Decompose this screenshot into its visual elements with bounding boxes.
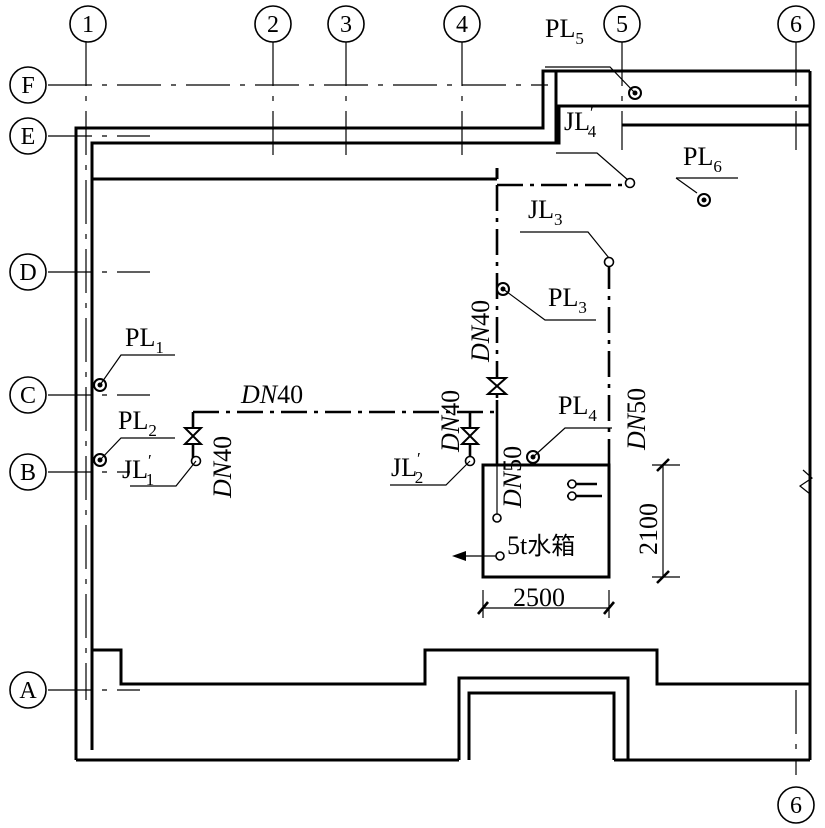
walls [74, 69, 813, 762]
axis-bubble-1: 1 [69, 5, 107, 43]
axis-bubble-3: 3 [327, 5, 365, 43]
flow-arrow-icon [452, 551, 466, 561]
pipe-label-pl5: PL5 [545, 14, 584, 48]
dimension-lines [477, 458, 680, 618]
pipe-label-pl6: PL6 [683, 142, 722, 176]
dn40-branch-label: DN40 [208, 436, 237, 499]
dimension-width-value: 2500 [513, 583, 565, 612]
axis-bubble-B: B [9, 453, 47, 491]
axis-label: 5 [616, 12, 628, 38]
supply-riser-icon [624, 177, 636, 189]
supply-riser-icon [603, 256, 615, 268]
water-tank [452, 463, 611, 579]
valve-icon [485, 377, 509, 395]
dn40-branch2-label: DN40 [436, 390, 465, 453]
tank-inlet-fitting-icon [567, 479, 577, 489]
axis-bubble-6-top: 6 [777, 5, 815, 43]
pipe-label-jl3: JL3 [528, 195, 563, 229]
axis-bubble-4: 4 [443, 5, 481, 43]
axis-label: F [21, 73, 34, 99]
dn50-tank-label: DN50 [498, 446, 527, 509]
axis-bubble-6-bottom: 6 [777, 786, 815, 824]
axis-bubble-A: A [9, 671, 47, 709]
tank-overflow-fitting-icon [495, 551, 505, 561]
pipe-label-pl2: PL2 [118, 406, 157, 440]
dn50-jl3-label: DN50 [622, 388, 651, 451]
axis-label: 4 [456, 12, 468, 38]
dn40-riser-label: DN40 [466, 300, 495, 363]
pipe-label-pl4: PL4 [558, 391, 597, 425]
axis-bubble-D: D [9, 253, 47, 291]
axis-lines [48, 42, 797, 775]
pipe-label-pl1: PL1 [125, 323, 164, 357]
leader-lines [99, 66, 738, 487]
dn40-horizontal-label: DN40 [240, 380, 303, 409]
axis-label: A [19, 678, 37, 704]
tank-label: 5t水箱 [507, 531, 575, 560]
axis-label: B [20, 460, 36, 486]
axis-label: 6 [790, 12, 802, 38]
axis-label: D [19, 260, 36, 286]
axis-label: 1 [82, 12, 94, 38]
diameter-labels: DN40 DN40 DN40 DN40 DN50 DN50 [208, 300, 651, 509]
axis-bubble-E: E [9, 117, 47, 155]
pipe-label-jl1-prime: JL′1 [122, 451, 154, 489]
valves [182, 377, 509, 445]
drain-riser-icon [496, 282, 510, 296]
pipe-lines [191, 152, 629, 496]
axis-label: 3 [340, 12, 352, 38]
axis-bubble-C: C [9, 376, 47, 414]
pipe-label-jl2-prime: JL′2 [391, 449, 423, 487]
axis-label: 2 [267, 12, 279, 38]
valve-icon [459, 427, 481, 445]
tank-outlet-fitting-icon [567, 491, 577, 501]
axis-bubbles: 1 2 3 4 5 6 6 F [9, 5, 815, 824]
axis-label: E [21, 124, 36, 150]
tank-drain-fitting-icon [492, 513, 502, 523]
dimension-height-value: 2100 [634, 503, 663, 555]
valve-icon [182, 427, 204, 445]
drain-riser-icon [697, 193, 711, 207]
axis-label: 6 [790, 793, 802, 819]
axis-bubble-F: F [9, 66, 47, 104]
pipe-label-pl3: PL3 [548, 283, 587, 317]
pipe-labels: PL1 PL2 PL3 PL4 PL5 PL6 JL′1 JL′2 JL3 JL… [118, 14, 722, 489]
pipe-label-jl4-prime: JL′4 [564, 103, 597, 141]
axis-bubble-2: 2 [254, 5, 292, 43]
axis-label: C [20, 383, 36, 409]
axis-bubble-5: 5 [603, 5, 641, 43]
